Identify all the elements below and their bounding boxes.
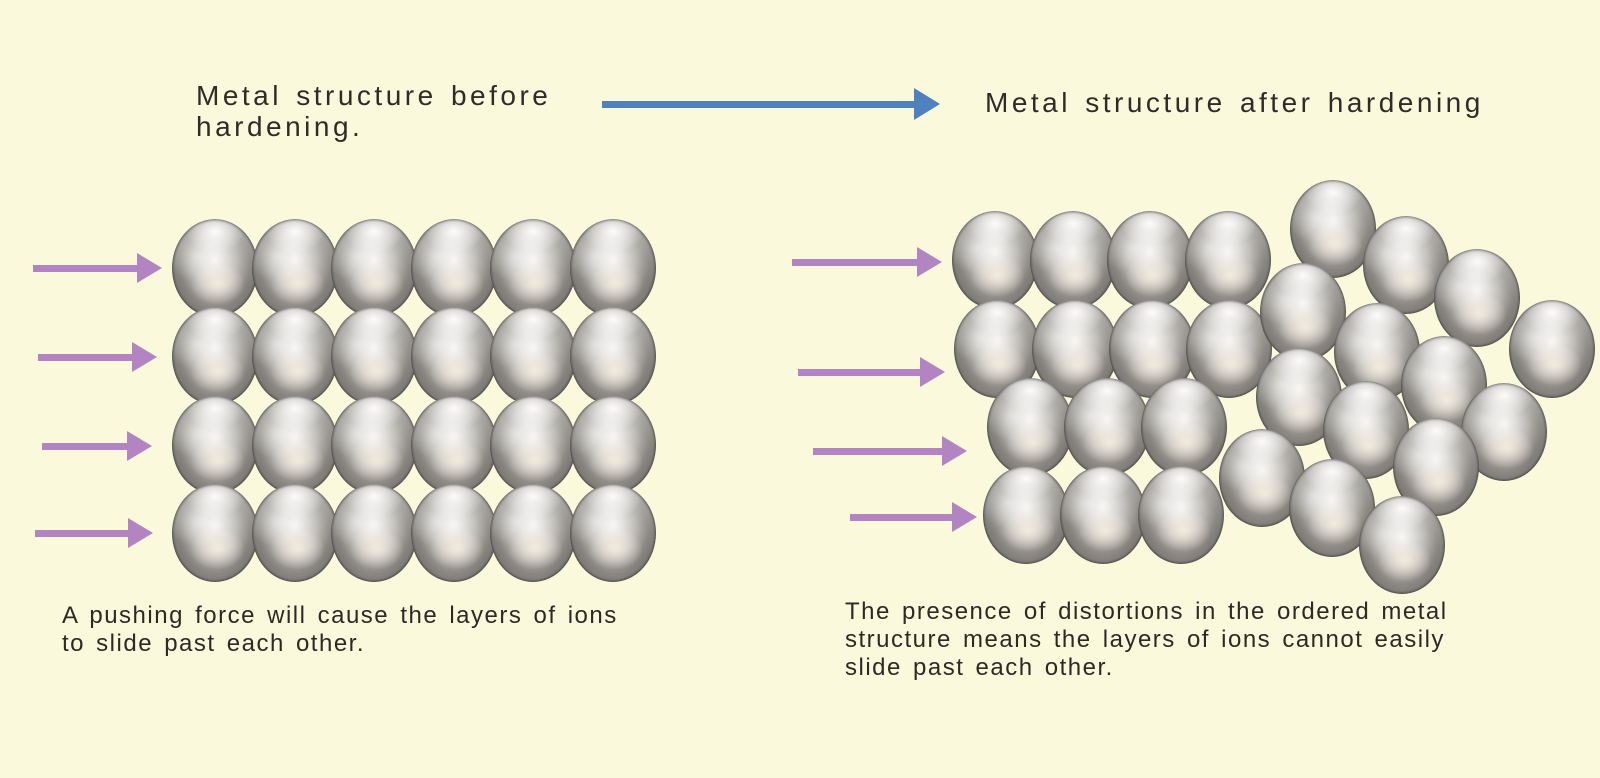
metal-ion-sphere bbox=[410, 395, 497, 494]
left-caption: A pushing force will cause the layers of… bbox=[62, 602, 618, 658]
metal-ion-sphere bbox=[490, 395, 576, 494]
metal-ion-sphere bbox=[1030, 211, 1116, 309]
force-arrow-left-shaft bbox=[38, 353, 134, 361]
metal-ion-sphere bbox=[251, 307, 338, 406]
metal-ion-sphere-distorted bbox=[1434, 249, 1520, 347]
metal-ion-sphere bbox=[1064, 378, 1150, 476]
metal-ion-sphere bbox=[569, 219, 656, 317]
metal-ion-sphere bbox=[952, 211, 1038, 309]
transition-arrow-head bbox=[914, 88, 940, 120]
metal-ion-sphere bbox=[331, 395, 417, 494]
metal-ion-sphere bbox=[569, 395, 656, 494]
metal-ion-sphere bbox=[172, 483, 258, 582]
metal-ion-sphere bbox=[1107, 211, 1193, 309]
force-arrow-right bbox=[792, 247, 942, 277]
transition-arrow-shaft bbox=[602, 100, 916, 108]
force-arrow-right bbox=[813, 436, 967, 466]
metal-ion-sphere bbox=[490, 219, 576, 317]
force-arrow-left bbox=[42, 431, 152, 461]
transition-arrow bbox=[602, 88, 940, 120]
force-arrow-right-shaft bbox=[850, 513, 954, 521]
metal-ion-sphere bbox=[1185, 211, 1271, 309]
metal-ion-sphere-distorted bbox=[1290, 180, 1376, 278]
metal-ion-sphere bbox=[331, 483, 417, 582]
force-arrow-right-shaft bbox=[798, 368, 922, 376]
force-arrow-right-shaft bbox=[792, 258, 919, 266]
metal-ion-sphere bbox=[331, 307, 417, 406]
force-arrow-right bbox=[850, 502, 977, 532]
force-arrow-left-shaft bbox=[35, 529, 130, 537]
force-arrow-left-head bbox=[127, 431, 152, 461]
metal-ion-sphere bbox=[1138, 466, 1224, 564]
right-caption-line3: slide past each other. bbox=[845, 654, 1114, 681]
force-arrow-right-head bbox=[952, 502, 977, 532]
force-arrow-left bbox=[38, 342, 157, 372]
metal-ion-sphere bbox=[490, 483, 576, 582]
force-arrow-left-head bbox=[128, 518, 153, 548]
metal-ion-sphere bbox=[251, 395, 338, 494]
metal-ion-sphere bbox=[251, 483, 338, 582]
metal-ion-sphere bbox=[987, 378, 1073, 476]
metal-ion-sphere bbox=[569, 307, 656, 406]
force-arrow-right-head bbox=[942, 436, 967, 466]
metal-ion-sphere bbox=[569, 483, 656, 582]
metal-ion-sphere bbox=[490, 307, 576, 406]
metal-ion-sphere bbox=[331, 219, 417, 317]
left-caption-line1: A pushing force will cause the layers of… bbox=[62, 602, 618, 629]
metal-ion-sphere bbox=[410, 219, 497, 317]
metal-ion-sphere-distorted bbox=[1260, 263, 1346, 361]
metal-ion-sphere bbox=[983, 466, 1069, 564]
force-arrow-left-shaft bbox=[33, 264, 139, 272]
metal-ion-sphere bbox=[172, 395, 258, 494]
force-arrow-right-shaft bbox=[813, 447, 944, 455]
left-title-line2: hardening. bbox=[196, 111, 364, 142]
metal-ion-sphere-distorted bbox=[1359, 496, 1445, 594]
metal-ion-sphere-distorted bbox=[1509, 300, 1595, 398]
metal-ion-sphere bbox=[251, 219, 338, 317]
force-arrow-right bbox=[798, 357, 945, 387]
metal-ion-sphere bbox=[172, 307, 258, 406]
right-caption-line1: The presence of distortions in the order… bbox=[845, 598, 1448, 625]
metal-ion-sphere bbox=[410, 483, 497, 582]
left-title: Metal structure before hardening. bbox=[196, 80, 551, 142]
force-arrow-right-head bbox=[917, 247, 942, 277]
metal-ion-sphere bbox=[172, 219, 258, 317]
force-arrow-left-shaft bbox=[42, 442, 129, 450]
force-arrow-left-head bbox=[137, 253, 162, 283]
left-caption-line2: to slide past each other. bbox=[62, 630, 365, 657]
right-title: Metal structure after hardening bbox=[985, 87, 1484, 118]
metal-ion-sphere bbox=[1060, 466, 1146, 564]
left-title-line1: Metal structure before bbox=[196, 80, 552, 111]
force-arrow-left-head bbox=[132, 342, 157, 372]
force-arrow-left bbox=[33, 253, 162, 283]
force-arrow-left bbox=[35, 518, 153, 548]
right-caption-line2: structure means the layers of ions canno… bbox=[845, 626, 1445, 653]
right-caption: The presence of distortions in the order… bbox=[845, 598, 1448, 682]
metal-ion-sphere bbox=[1141, 378, 1227, 476]
force-arrow-right-head bbox=[920, 357, 945, 387]
metal-ion-sphere bbox=[410, 307, 497, 406]
right-title-line1: Metal structure after hardening bbox=[985, 87, 1484, 118]
